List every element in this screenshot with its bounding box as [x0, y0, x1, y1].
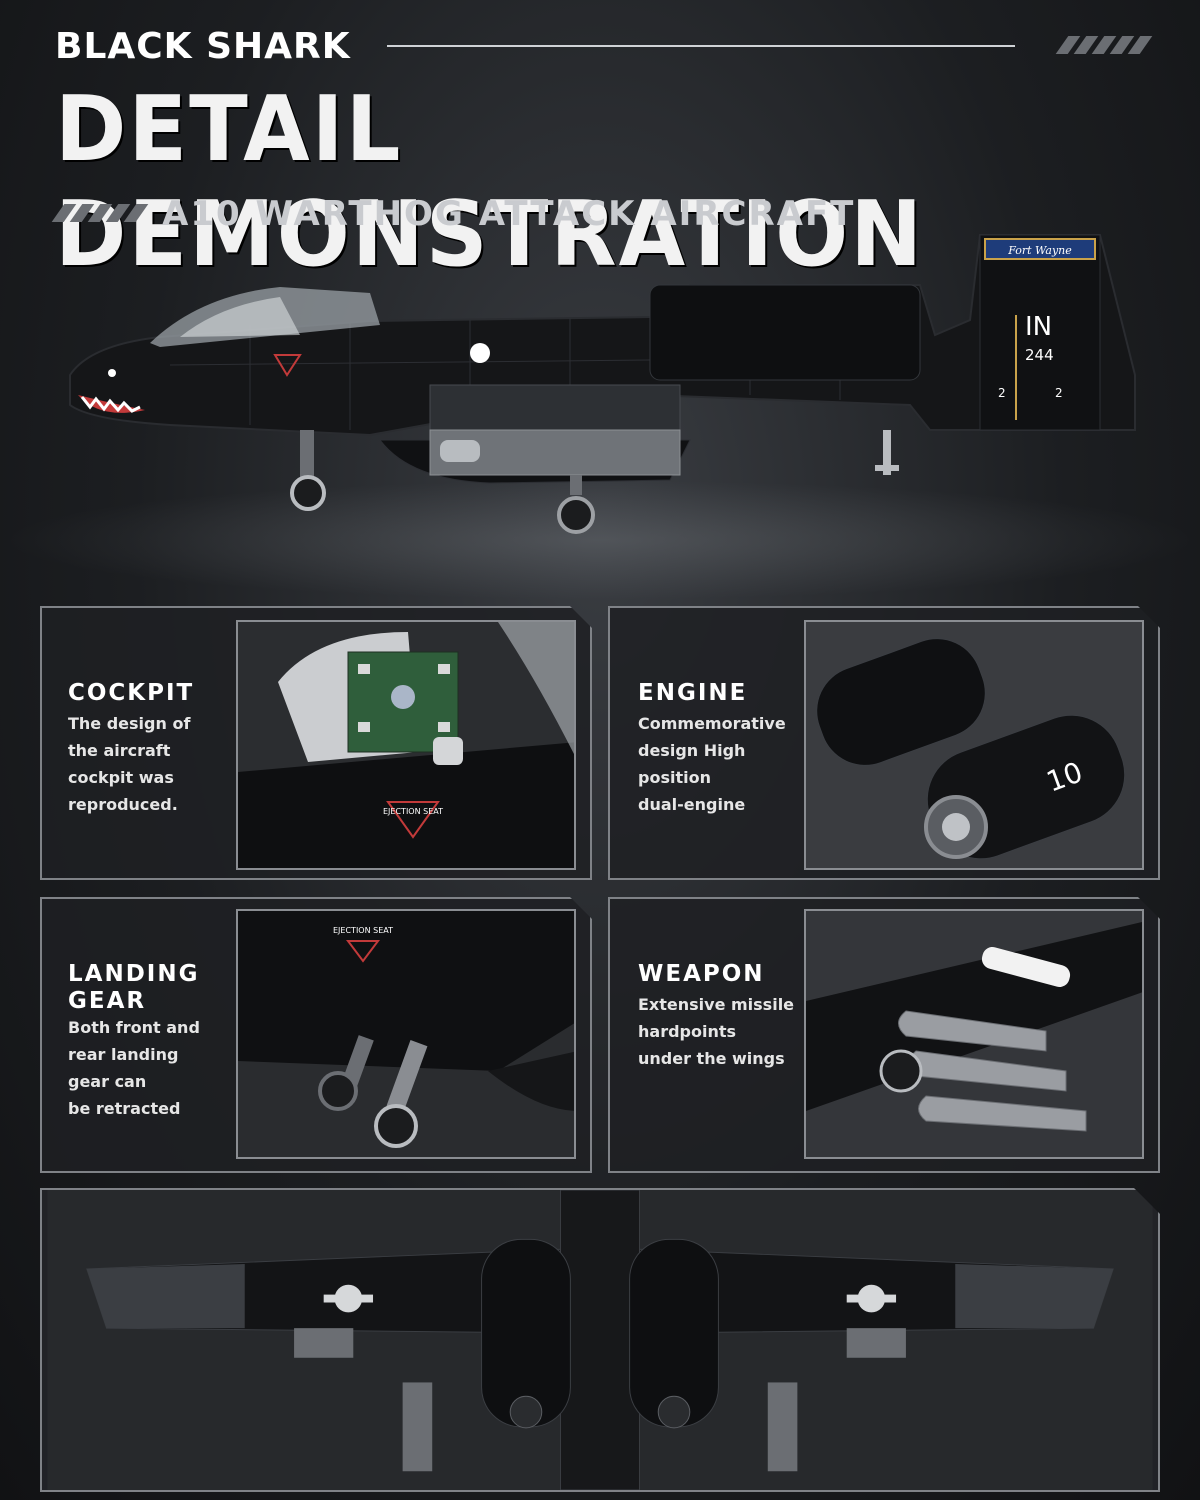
feature-panel-cockpit: COCKPIT The design of the aircraft cockp…	[40, 606, 592, 880]
top-view-panel	[40, 1188, 1160, 1492]
top-view-aircraft-image	[42, 1190, 1158, 1490]
tail-number-text: 244	[1025, 346, 1054, 364]
decorative-stripes-icon	[1055, 36, 1153, 54]
decorative-stripes-icon	[51, 204, 149, 222]
feature-description: The design of the aircraft cockpit was r…	[68, 714, 191, 814]
feature-title: ENGINE	[638, 680, 748, 706]
feature-description: Commemorative design High position dual-…	[638, 714, 786, 814]
tail-banner-text: Fort Wayne	[1007, 244, 1072, 257]
tail-mark-left: 2	[998, 386, 1006, 400]
weapon-photo	[804, 909, 1144, 1159]
feature-title: LANDING GEAR	[68, 961, 200, 1014]
page-headline: DETAIL DEMONSTRATION	[55, 77, 925, 287]
floor-glow	[0, 480, 1200, 600]
tail-code-text: IN	[1025, 312, 1052, 342]
feature-description: Extensive missile hardpoints under the w…	[638, 995, 795, 1068]
engine-photo: 10	[804, 620, 1144, 870]
brand-name: BLACK SHARK	[55, 26, 351, 67]
feature-panel-weapon: WEAPON Extensive missile hardpoints unde…	[608, 897, 1160, 1173]
feature-panel-landing-gear: LANDING GEAR Both front and rear landing…	[40, 897, 592, 1173]
feature-title: WEAPON	[638, 961, 765, 987]
header-divider	[387, 45, 1015, 47]
hero-aircraft-image: Fort Wayne IN 244 2 2	[69, 234, 1136, 534]
ejection-seat-badge-text: EJECTION SEAT	[333, 926, 393, 935]
feature-panel-engine: ENGINE Commemorative design High positio…	[608, 606, 1160, 880]
feature-title: COCKPIT	[68, 680, 195, 706]
tail-mark-right: 2	[1055, 386, 1063, 400]
feature-description: Both front and rear landing gear can be …	[68, 1018, 200, 1118]
page-subtitle: A10 WARTHOG ATTACK AIRCRAFT	[162, 194, 856, 234]
landing-gear-photo: EJECTION SEAT	[236, 909, 576, 1159]
ejection-seat-badge-text: EJECTION SEAT	[383, 807, 443, 816]
cockpit-photo: EJECTION SEAT	[236, 620, 576, 870]
